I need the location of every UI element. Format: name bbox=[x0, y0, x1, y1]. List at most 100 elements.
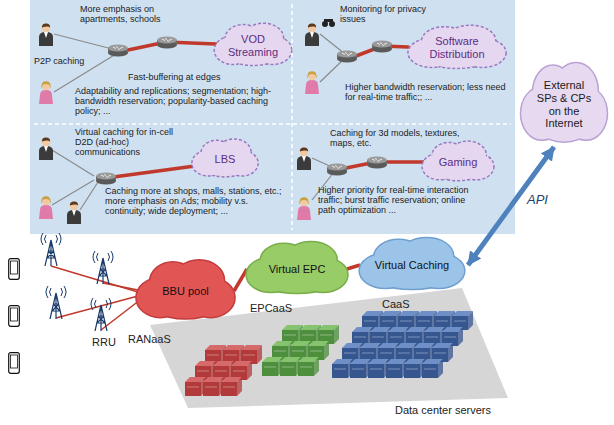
server-box bbox=[354, 337, 366, 338]
backhaul-link bbox=[347, 265, 360, 269]
server-box bbox=[203, 377, 224, 396]
server-box bbox=[280, 362, 296, 376]
server-box bbox=[380, 353, 392, 354]
node-text-block: Virtual Caching bbox=[375, 259, 449, 272]
cloud-node: VOD Streaming bbox=[212, 22, 294, 69]
cloud-outline bbox=[136, 260, 235, 319]
server-box bbox=[262, 357, 283, 376]
server-box bbox=[185, 377, 206, 396]
node-text-block: Virtual EPC bbox=[269, 263, 326, 276]
annotation-text: Caching more at shops, malls, stations, … bbox=[105, 186, 287, 216]
node-text-block: Software Distribution bbox=[421, 35, 493, 60]
cloud-fill bbox=[409, 26, 506, 68]
node-label: Gaming bbox=[439, 156, 478, 169]
edge-label: API bbox=[527, 192, 548, 207]
annotation-text: EPCaaS bbox=[250, 302, 310, 314]
server-box bbox=[426, 337, 438, 338]
server-box bbox=[362, 353, 374, 354]
user-icon bbox=[39, 196, 53, 219]
server-box bbox=[370, 369, 382, 370]
server-box bbox=[185, 382, 201, 396]
user-icon bbox=[297, 197, 311, 220]
annotation-text: Caching for 3d models, textures, maps, e… bbox=[330, 128, 470, 148]
mobile-phone bbox=[9, 259, 20, 374]
rru-tower bbox=[41, 233, 61, 266]
cloud-node: Virtual Caching bbox=[356, 236, 468, 294]
server-box bbox=[458, 327, 463, 346]
annotation-text: Adaptability and replications; segmentat… bbox=[75, 86, 287, 116]
user-link bbox=[320, 34, 345, 54]
server-box bbox=[364, 321, 376, 322]
router-icon bbox=[337, 51, 357, 63]
rru-tower bbox=[93, 251, 113, 284]
server-box bbox=[332, 364, 348, 378]
quadrant-divider bbox=[34, 123, 511, 125]
server-box bbox=[314, 357, 319, 376]
router-icon bbox=[157, 37, 177, 49]
server-box bbox=[406, 369, 418, 370]
server-box bbox=[438, 359, 443, 378]
server-box bbox=[434, 353, 446, 354]
annotation-text: Fast-buffering at edges bbox=[128, 72, 258, 82]
cloud-outline bbox=[246, 242, 348, 294]
cloud-node: Virtual EPC bbox=[243, 240, 351, 298]
annotation-text: P2P caching bbox=[34, 56, 104, 66]
user-link bbox=[52, 34, 345, 210]
node-label: LBS bbox=[215, 153, 236, 166]
server-box bbox=[264, 367, 276, 368]
fronthaul-link bbox=[101, 300, 140, 330]
server-box bbox=[368, 359, 389, 378]
node-label: VOD Streaming bbox=[225, 33, 281, 58]
server-box bbox=[282, 367, 294, 368]
cloud-outline bbox=[422, 141, 493, 180]
cloud-node: Gaming bbox=[420, 140, 496, 184]
node-text-block: BBU pool bbox=[162, 285, 208, 298]
server-box bbox=[300, 367, 312, 368]
server-box bbox=[310, 351, 322, 352]
server-box bbox=[221, 382, 237, 396]
annotation-text: Data center servers bbox=[395, 404, 510, 416]
server-box bbox=[187, 387, 199, 388]
server-box bbox=[424, 369, 436, 370]
rru-tower bbox=[46, 286, 66, 319]
mobile-phone bbox=[9, 353, 20, 374]
server-box bbox=[334, 325, 339, 344]
server-box bbox=[298, 357, 319, 376]
server-box bbox=[205, 387, 217, 388]
server-box bbox=[298, 362, 314, 376]
user-icon bbox=[39, 23, 53, 46]
fronthaul-link bbox=[51, 266, 138, 292]
server-box bbox=[334, 369, 346, 370]
server-box bbox=[284, 335, 296, 336]
server-box bbox=[344, 353, 356, 354]
cloud-fill bbox=[247, 242, 348, 293]
cloud-fill bbox=[423, 142, 493, 180]
node-label: External SPs & CPs on the Internet bbox=[533, 79, 596, 130]
user-link bbox=[80, 182, 98, 210]
user-icon bbox=[305, 23, 319, 46]
user-icon bbox=[39, 137, 53, 160]
annotation-text: Virtual caching for in-cell D2D (ad-hoc)… bbox=[75, 127, 187, 157]
server-box bbox=[324, 341, 329, 360]
node-label: Software Distribution bbox=[421, 35, 493, 60]
server-box bbox=[468, 311, 473, 330]
server-box bbox=[398, 353, 410, 354]
user-icon bbox=[305, 71, 319, 94]
annotation-text: Higher bandwidth reservation; less need … bbox=[345, 82, 510, 102]
server-box bbox=[332, 359, 353, 378]
server-box bbox=[422, 364, 438, 378]
server-box bbox=[350, 364, 366, 378]
server-box bbox=[408, 337, 420, 338]
router-icon bbox=[327, 164, 347, 176]
server-box bbox=[320, 335, 332, 336]
binoculars-icon bbox=[322, 19, 335, 27]
cloud-outline bbox=[521, 63, 607, 142]
server-box bbox=[386, 359, 407, 378]
cloud-fill bbox=[521, 63, 606, 141]
router-icon bbox=[96, 173, 116, 185]
cloud-node: Software Distribution bbox=[405, 24, 509, 72]
server-box bbox=[386, 364, 402, 378]
annotation-text: Monitoring for privacy issues bbox=[340, 4, 435, 24]
quadrant-divider bbox=[34, 4, 511, 230]
